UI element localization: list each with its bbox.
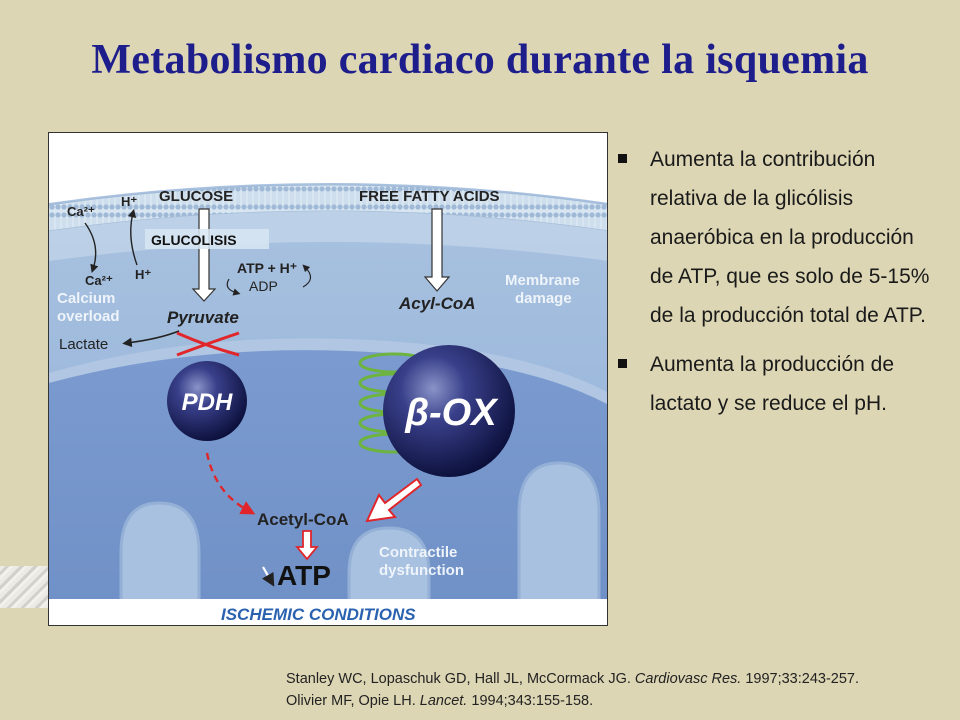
reference-journal: Lancet. — [419, 693, 468, 709]
label-adp: ADP — [249, 278, 278, 294]
label-overload: overload — [57, 308, 120, 325]
atp-decrease-arrow — [261, 566, 275, 587]
label-ca-top: Ca²⁺ — [67, 204, 95, 219]
caption-band — [49, 599, 607, 625]
ischemia-diagram: Ca²⁺ H⁺ Ca²⁺ H⁺ GLUCOSE FREE FATTY ACIDS… — [48, 132, 608, 626]
label-damage: damage — [515, 290, 572, 307]
bullet-item: Aumenta la contribución relativa de la g… — [618, 140, 938, 335]
reference-details: 1997;33:243-257. — [745, 671, 860, 687]
label-ca-bottom: Ca²⁺ — [85, 273, 113, 288]
label-free-fatty-acids: FREE FATTY ACIDS — [359, 188, 500, 205]
slide-title: Metabolismo cardiaco durante la isquemia — [91, 37, 869, 83]
label-pdh: PDH — [182, 389, 233, 416]
square-bullet-icon — [618, 359, 627, 368]
bullet-text: Aumenta la contribución relativa de la g… — [650, 148, 930, 327]
glucose-arrow — [191, 208, 217, 302]
reference-item: Stanley WC, Lopaschuk GD, Hall JL, McCor… — [286, 668, 859, 690]
square-bullet-icon — [618, 154, 627, 163]
label-pyruvate: Pyruvate — [167, 308, 239, 327]
label-glucolisis: GLUCOLISIS — [151, 232, 237, 248]
reference-authors: Stanley WC, Lopaschuk GD, Hall JL, McCor… — [286, 671, 631, 687]
beta-ox-sphere — [383, 345, 515, 477]
bullet-text: Aumenta la producción de lactato y se re… — [650, 353, 894, 415]
label-dysfunction: dysfunction — [379, 562, 464, 579]
pdh-acetyl-arrow — [205, 452, 256, 515]
label-membrane: Membrane — [505, 272, 580, 289]
references: Stanley WC, Lopaschuk GD, Hall JL, McCor… — [286, 668, 859, 712]
reference-authors: Olivier MF, Opie LH. — [286, 693, 416, 709]
label-glucose: GLUCOSE — [159, 188, 233, 205]
reference-details: 1994;343:155-158. — [471, 693, 594, 709]
label-acyl-coa: Acyl-CoA — [398, 294, 476, 313]
pdh-sphere — [167, 361, 247, 441]
label-calcium: Calcium — [57, 290, 115, 307]
reference-journal: Cardiovasc Res. — [634, 671, 742, 687]
cell-membrane — [49, 185, 607, 231]
label-ischemic-conditions: ISCHEMIC CONDITIONS — [221, 605, 416, 624]
betaox-acetyl-arrow — [365, 477, 423, 523]
bullet-item: Aumenta la producción de lactato y se re… — [618, 345, 938, 423]
label-contractile: Contractile — [379, 544, 457, 561]
blocked-cross-2 — [176, 331, 240, 357]
label-atp: ATP — [277, 560, 331, 591]
fatty-acid-arrow — [423, 208, 451, 292]
acetyl-atp-arrow — [295, 530, 319, 561]
label-beta-ox: β-OX — [404, 392, 499, 434]
label-h-bottom: H⁺ — [135, 267, 151, 282]
label-lactate: Lactate — [59, 336, 108, 353]
label-atp-h: ATP + H⁺ — [237, 260, 297, 276]
label-acetyl-coa: Acetyl-CoA — [257, 510, 349, 529]
decorative-texture — [0, 566, 50, 608]
reference-item: Olivier MF, Opie LH. Lancet. 1994;343:15… — [286, 690, 859, 712]
label-h-top: H⁺ — [121, 194, 137, 209]
bullet-list: Aumenta la contribución relativa de la g… — [618, 140, 938, 433]
lactate-arrow — [122, 330, 180, 348]
blocked-cross-1 — [176, 331, 240, 357]
